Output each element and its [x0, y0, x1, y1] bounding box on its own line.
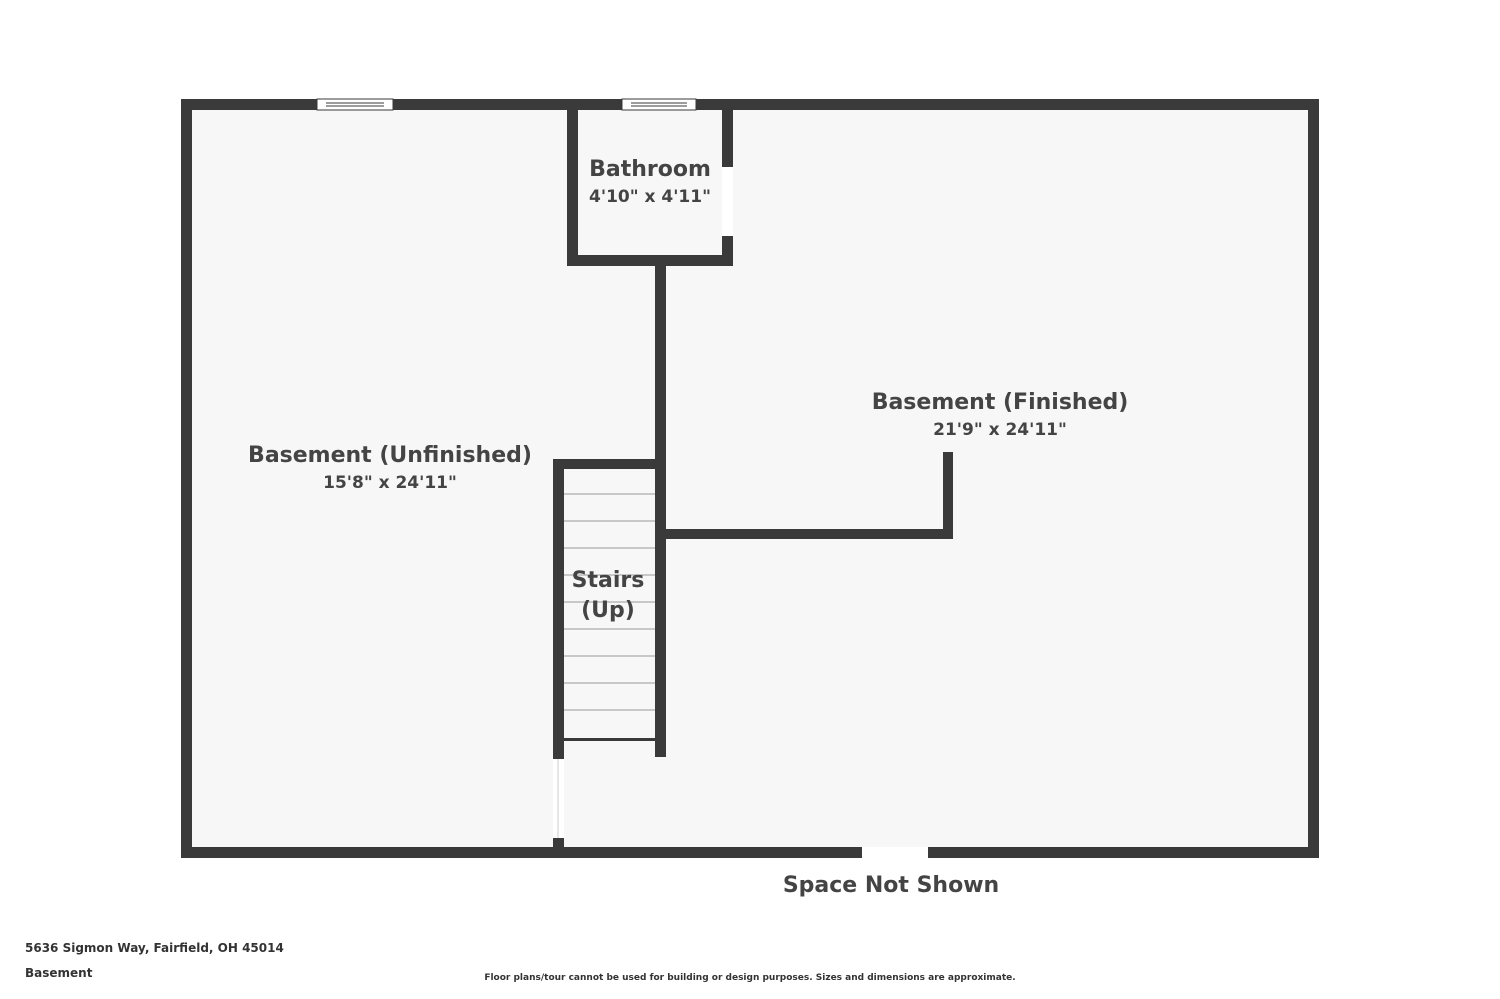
stairs-label-line2: (Up) — [581, 598, 635, 623]
center-wall — [655, 266, 666, 466]
top-window-bathroom — [621, 98, 697, 111]
bathroom-walls — [567, 99, 733, 266]
stairs-walls — [553, 459, 666, 858]
top-window-left — [316, 98, 394, 111]
unfinished-dims: 15'8" x 24'11" — [323, 473, 457, 493]
floor-label: Basement — [25, 966, 93, 980]
floor-area — [187, 105, 1313, 852]
stairs-label-line1: Stairs — [572, 568, 645, 593]
stairs-bottom-landing — [564, 738, 655, 741]
partition-walls — [666, 452, 953, 539]
bathroom-name: Bathroom — [589, 157, 711, 182]
space-not-shown-note: Space Not Shown — [783, 873, 999, 898]
bathroom-door-opening — [722, 167, 733, 236]
exterior-walls — [181, 99, 1319, 858]
disclaimer-text: Floor plans/tour cannot be used for buil… — [484, 973, 1016, 983]
finished-dims: 21'9" x 24'11" — [933, 420, 1067, 440]
bottom-opening — [862, 847, 928, 858]
unfinished-name: Basement (Unfinished) — [248, 443, 532, 468]
finished-name: Basement (Finished) — [872, 390, 1129, 415]
stair-treads — [564, 493, 655, 711]
bathroom-dims: 4'10" x 4'11" — [589, 187, 711, 207]
address-text: 5636 Sigmon Way, Fairfield, OH 45014 — [25, 941, 284, 955]
